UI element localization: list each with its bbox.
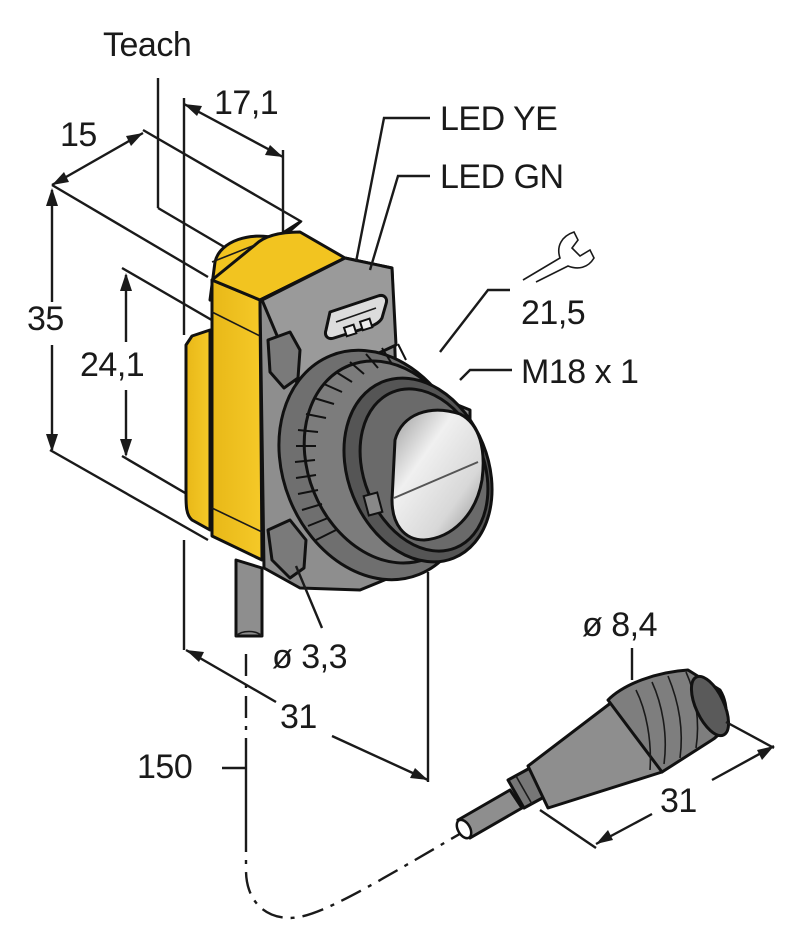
dimension-35-label: 35 <box>27 300 64 338</box>
cable-length-label: 150 <box>137 748 193 786</box>
wrench-icon <box>522 231 595 283</box>
dimension-24-1-label: 24,1 <box>80 346 145 384</box>
dimension-31-body-label: 31 <box>280 698 317 736</box>
connector <box>455 648 775 849</box>
connector-diameter-label: ø 8,4 <box>582 606 657 644</box>
led-green-label: LED GN <box>440 158 564 196</box>
hole-diameter-label: ø 3,3 <box>272 638 347 676</box>
dimension-15-label: 15 <box>60 116 97 154</box>
dimension-lines <box>46 102 512 920</box>
thread-size-label: M18 x 1 <box>521 353 639 391</box>
knurl-ridges <box>294 343 407 541</box>
sensor-body <box>184 220 494 638</box>
wrench-size-label: 21,5 <box>521 294 586 332</box>
led-yellow-label: LED YE <box>440 100 558 138</box>
teach-label: Teach <box>103 26 192 64</box>
dimension-31-connector-label: 31 <box>660 782 697 820</box>
dimension-17-1-label: 17,1 <box>214 84 279 122</box>
